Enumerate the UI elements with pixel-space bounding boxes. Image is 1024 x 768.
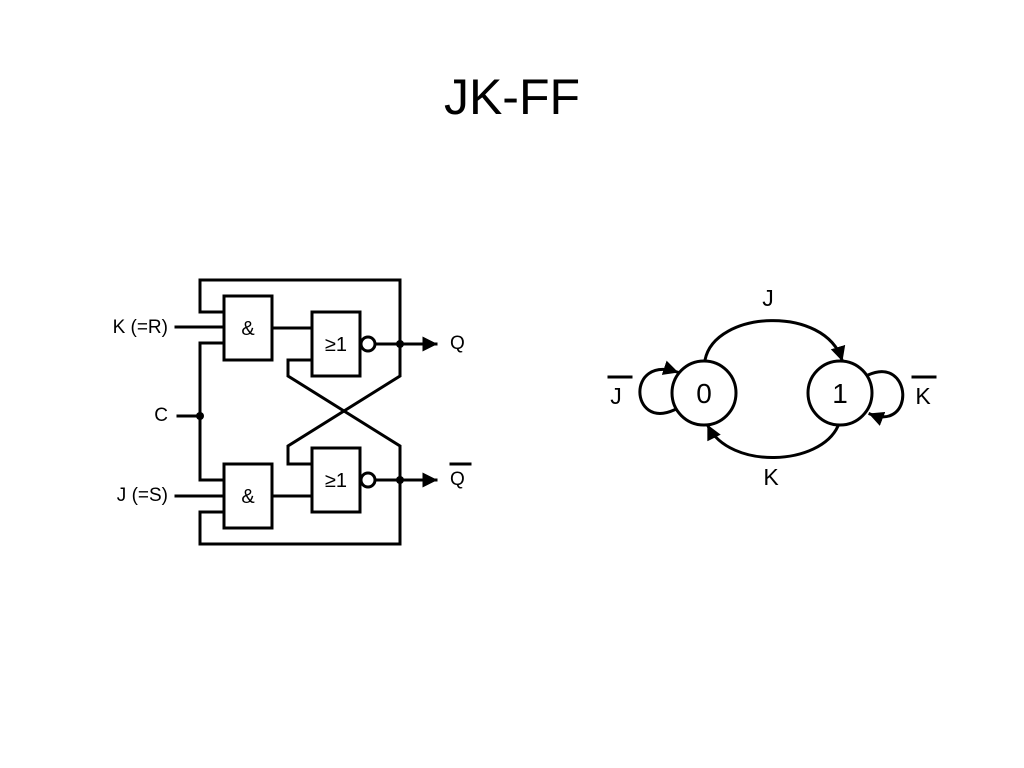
slide-title: JK-FF: [443, 69, 581, 125]
transition-0-to-1-label: J: [762, 285, 774, 311]
transition-0-to-1-arc: [703, 319, 846, 362]
circuit-schematic: & & ≥1 ≥1 K (=R) C J (=S) Q Q: [113, 278, 472, 546]
feedback-wire-top: [198, 278, 402, 346]
nor-gate-bottom-symbol: ≥1: [325, 470, 347, 492]
feedback-wire-bottom: [198, 478, 402, 546]
nor-gate-bottom: [310, 446, 362, 514]
output-qbar-junction-dot: [396, 476, 404, 484]
clock-wire: [198, 341, 226, 482]
nor-bottom-inversion-bubble: [359, 471, 377, 489]
and-gate-top-symbol: &: [241, 318, 255, 340]
self-loop-0-label: J: [610, 383, 622, 409]
state-diagram: 0 1 J K J K: [607, 285, 937, 490]
cross-wire-qbar-to-top-nor: [286, 358, 402, 482]
output-q-label: Q: [450, 333, 465, 354]
transition-1-to-0-arc: [705, 423, 840, 459]
self-loop-0: [638, 360, 679, 415]
nor-gate-top-symbol: ≥1: [325, 334, 347, 356]
output-qbar-label: Q: [450, 469, 465, 490]
input-c-label: C: [154, 405, 168, 426]
output-q-junction-dot: [396, 340, 404, 348]
transition-1-to-0-label: K: [763, 464, 779, 490]
self-loop-1: [866, 370, 905, 426]
clock-junction-dot: [196, 412, 204, 420]
and-gate-top: [222, 294, 274, 362]
and-gate-bottom: [222, 462, 274, 530]
input-k-label: K (=R): [113, 317, 168, 338]
self-loop-1-label: K: [915, 383, 931, 409]
state-1-label: 1: [832, 378, 848, 409]
nor-top-inversion-bubble: [359, 335, 377, 353]
input-j-label: J (=S): [117, 485, 168, 506]
state-0-label: 0: [696, 378, 712, 409]
and-gate-bottom-symbol: &: [241, 486, 255, 508]
cross-wire-q-to-bottom-nor: [286, 342, 402, 466]
